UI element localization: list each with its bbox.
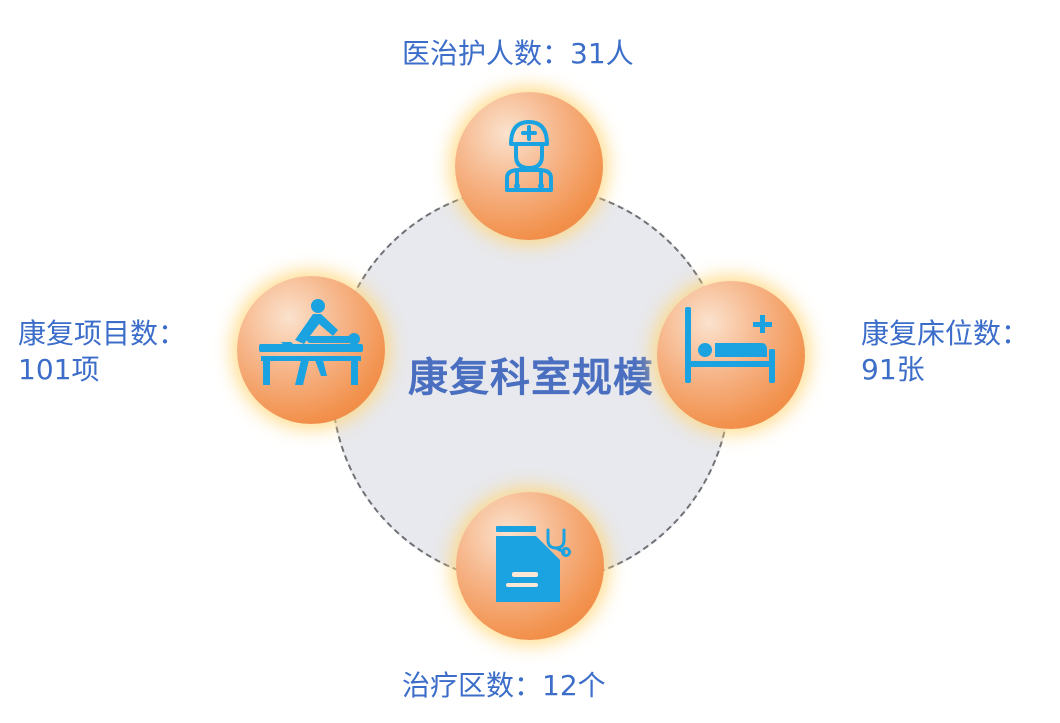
label-rehab-beds-value: 91张 bbox=[861, 353, 925, 386]
node-massage-therapy bbox=[237, 276, 385, 424]
massage-therapy-icon bbox=[259, 299, 363, 385]
medical-record-icon bbox=[496, 526, 571, 602]
label-medical-staff-count: 医治护人数：31人 bbox=[402, 36, 634, 72]
label-rehab-items-title: 康复项目数： bbox=[18, 317, 187, 350]
node-medical-record bbox=[456, 492, 604, 640]
label-treatment-areas-count: 治疗区数：12个 bbox=[402, 668, 606, 704]
label-treatment-areas-text: 治疗区数：12个 bbox=[402, 669, 606, 702]
label-medical-staff-text: 医治护人数：31人 bbox=[402, 37, 634, 70]
center-title: 康复科室规模 bbox=[408, 355, 654, 401]
label-rehab-beds-count: 康复床位数： 91张 bbox=[861, 316, 1029, 388]
label-rehab-items-count: 康复项目数： 101项 bbox=[18, 316, 186, 388]
label-rehab-items-value: 101项 bbox=[18, 353, 100, 386]
medical-staff-icon bbox=[505, 120, 553, 192]
label-rehab-beds-title: 康复床位数： bbox=[861, 317, 1030, 350]
hospital-bed-icon bbox=[685, 307, 775, 383]
node-hospital-bed bbox=[657, 281, 805, 429]
node-medical-staff bbox=[455, 92, 603, 240]
